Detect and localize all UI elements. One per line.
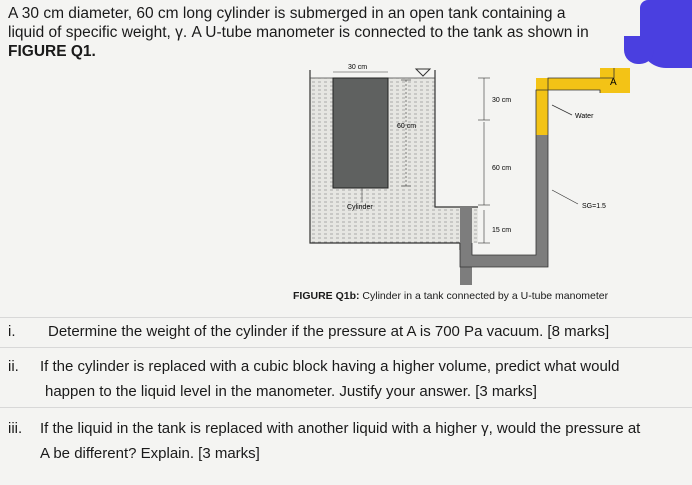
question-3: iii. If the liquid in the tank is replac… bbox=[8, 416, 684, 466]
free-surface-triangle bbox=[414, 68, 432, 77]
intro-line-3: FIGURE Q1. bbox=[8, 43, 96, 60]
manometer-left-leg bbox=[460, 207, 472, 285]
point-a-bulb bbox=[600, 68, 630, 93]
divider bbox=[0, 407, 692, 408]
tank-wall-lower bbox=[435, 242, 461, 250]
divider bbox=[0, 347, 692, 348]
question-3-text: If the liquid in the tank is replaced wi… bbox=[40, 416, 688, 466]
scribble-mark-2 bbox=[624, 36, 654, 64]
question-2-line-2: happen to the liquid level in the manome… bbox=[45, 383, 537, 400]
question-3-line-2: A be different? Explain. [3 marks] bbox=[40, 445, 260, 462]
dim-30cm-top: 30 cm bbox=[348, 64, 367, 71]
question-3-number: iii. bbox=[8, 420, 23, 437]
question-3-line-1: If the liquid in the tank is replaced wi… bbox=[40, 420, 641, 437]
question-1: i. Determine the weight of the cylinder … bbox=[8, 319, 684, 344]
label-sg: SG=1.5 bbox=[582, 203, 606, 210]
caption-label: FIGURE Q1b: bbox=[293, 290, 360, 302]
manometer-right-gray bbox=[536, 100, 548, 267]
figure-caption: FIGURE Q1b: Cylinder in a tank connected… bbox=[293, 290, 608, 302]
question-2-number: ii. bbox=[8, 358, 19, 375]
label-water: Water bbox=[575, 113, 594, 120]
question-2: ii. If the cylinder is replaced with a c… bbox=[8, 354, 684, 404]
divider bbox=[0, 317, 692, 318]
caption-text: Cylinder in a tank connected by a U-tube… bbox=[359, 290, 609, 302]
label-a: A bbox=[610, 77, 617, 88]
intro-line-1: A 30 cm diameter, 60 cm long cylinder is… bbox=[8, 5, 566, 22]
water-arrow bbox=[551, 104, 573, 116]
figure-q1b-diagram: 30 cm 60 cm Cylinder A 30 cm 60 cm 15 cm… bbox=[309, 64, 630, 285]
manometer-outline bbox=[459, 68, 615, 268]
cylinder bbox=[332, 77, 389, 189]
question-2-text: If the cylinder is replaced with a cubic… bbox=[40, 354, 688, 404]
dim-30cm-right: 30 cm bbox=[492, 97, 511, 104]
question-1-text: Determine the weight of the cylinder if … bbox=[48, 323, 610, 340]
question-1-number: i. bbox=[8, 323, 16, 340]
problem-statement: A 30 cm diameter, 60 cm long cylinder is… bbox=[8, 4, 618, 61]
dim-60cm-right: 60 cm bbox=[492, 165, 511, 172]
label-cylinder: Cylinder bbox=[347, 204, 373, 211]
intro-line-2: liquid of specific weight, γ. A U-tube m… bbox=[8, 24, 589, 41]
manometer-bottom bbox=[460, 255, 548, 267]
sg-arrow bbox=[551, 189, 579, 205]
dim-60cm: 60 cm bbox=[397, 123, 416, 130]
water-horizontal bbox=[536, 78, 614, 90]
dim-15cm: 15 cm bbox=[492, 227, 511, 234]
water-top bbox=[536, 85, 548, 135]
question-2-line-1: If the cylinder is replaced with a cubic… bbox=[40, 358, 620, 375]
